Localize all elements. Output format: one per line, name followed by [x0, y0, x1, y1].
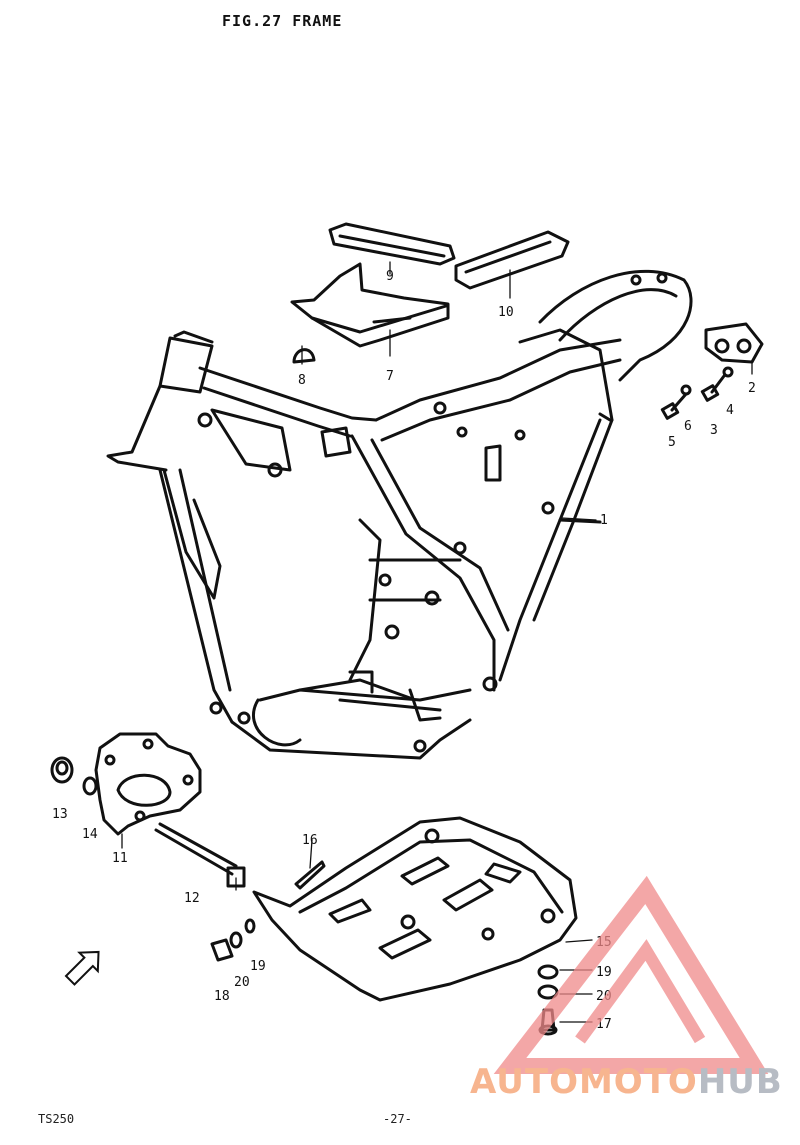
- washer-part-20-left: [229, 931, 243, 949]
- cushion-part-10: [454, 230, 570, 290]
- callout-4: 4: [726, 403, 734, 418]
- washer-part-20: [537, 984, 559, 1000]
- watermark-text-part1: AUTOMOTO: [470, 1062, 698, 1102]
- washer-part-19: [537, 964, 559, 980]
- washer-part-14: [82, 776, 98, 796]
- callout-8: 8: [298, 373, 306, 388]
- figure-title: FIG.27 FRAME: [222, 12, 343, 30]
- washer-part-6: [680, 384, 692, 396]
- callout-11: 11: [112, 851, 128, 866]
- callout-5: 5: [668, 435, 676, 450]
- callout-18: 18: [214, 989, 230, 1004]
- callout-20-left: 20: [234, 975, 250, 990]
- plate-part-11: [94, 732, 202, 836]
- bolt-part-5: [660, 392, 688, 420]
- callout-10: 10: [498, 305, 514, 320]
- skid-plate-part-15: [252, 816, 578, 1002]
- nut-part-13: [50, 756, 74, 784]
- callout-9: 9: [386, 269, 394, 284]
- callout-12: 12: [184, 891, 200, 906]
- front-arrow-icon: [64, 950, 100, 986]
- cap-part-8: [292, 348, 316, 364]
- callout-2: 2: [748, 381, 756, 396]
- washer-part-4: [722, 366, 734, 378]
- nut-part-18: [210, 938, 234, 962]
- pin-part-16: [294, 860, 326, 890]
- callout-14: 14: [82, 827, 98, 842]
- model-label: TS250: [38, 1112, 75, 1126]
- page-number: -27-: [383, 1112, 412, 1126]
- bolt-part-12: [154, 822, 246, 888]
- callout-3: 3: [710, 423, 718, 438]
- watermark-text-part2: HUB: [697, 1062, 783, 1102]
- callout-1: 1: [600, 513, 608, 528]
- frame-main: [106, 269, 693, 760]
- cushion-part-9: [328, 222, 456, 266]
- washer-part-19-left: [244, 918, 256, 934]
- bracket-part-2: [704, 322, 764, 364]
- watermark-logo-icon: [493, 875, 769, 1074]
- watermark-text: AUTOMOTOHUB: [470, 1062, 783, 1102]
- bracket-part-7: [290, 262, 450, 348]
- callout-16: 16: [302, 833, 318, 848]
- bolt-part-3: [700, 374, 726, 402]
- callout-13: 13: [52, 807, 68, 822]
- callout-19-left: 19: [250, 959, 266, 974]
- callout-19-right: 19: [596, 965, 612, 980]
- callout-6: 6: [684, 419, 692, 434]
- callout-7: 7: [386, 369, 394, 384]
